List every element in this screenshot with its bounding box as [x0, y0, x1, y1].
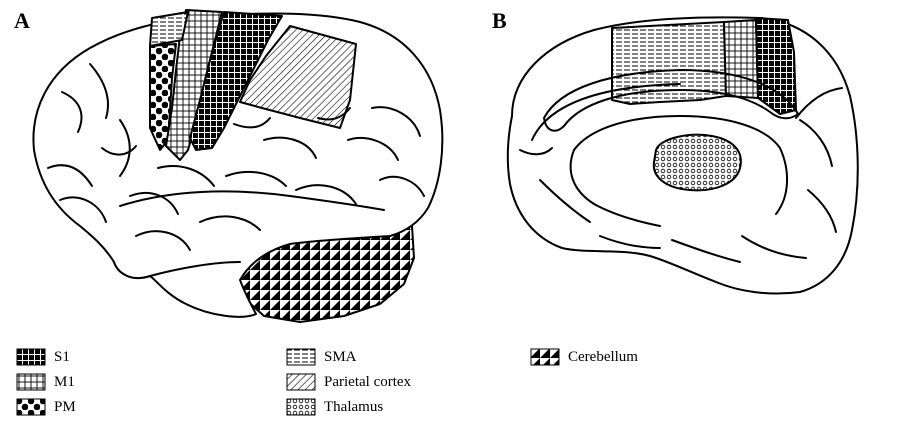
panel-b-label: B — [492, 8, 507, 34]
legend-item-pm: PM — [16, 396, 76, 418]
thalamus-swatch — [286, 398, 316, 416]
legend-item-parietal: Parietal cortex — [286, 371, 411, 393]
sma-swatch — [286, 348, 316, 366]
thalamus-region — [654, 135, 741, 191]
m1-region-medial — [724, 20, 758, 98]
m1-swatch — [16, 373, 46, 391]
legend-label-pm: PM — [54, 399, 76, 416]
legend-item-cerebellum: Cerebellum — [530, 346, 638, 368]
legend-item-s1: S1 — [16, 346, 70, 368]
s1-swatch — [16, 348, 46, 366]
legend-label-cerebellum: Cerebellum — [568, 349, 638, 366]
legend-label-s1: S1 — [54, 349, 70, 366]
legend-label-thalamus: Thalamus — [324, 399, 383, 416]
legend-label-parietal: Parietal cortex — [324, 374, 411, 391]
panel-a-label: A — [14, 8, 30, 34]
cerebellum-swatch — [530, 348, 560, 366]
s1-region-medial — [756, 18, 796, 114]
legend-item-thalamus: Thalamus — [286, 396, 383, 418]
pm-swatch — [16, 398, 46, 416]
legend-item-m1: M1 — [16, 371, 75, 393]
legend-item-sma: SMA — [286, 346, 357, 368]
legend-label-sma: SMA — [324, 349, 357, 366]
lateral-brain — [33, 10, 442, 322]
sma-region-lateral — [150, 12, 188, 46]
medial-brain — [508, 17, 858, 293]
legend-label-m1: M1 — [54, 374, 75, 391]
parietal-swatch — [286, 373, 316, 391]
